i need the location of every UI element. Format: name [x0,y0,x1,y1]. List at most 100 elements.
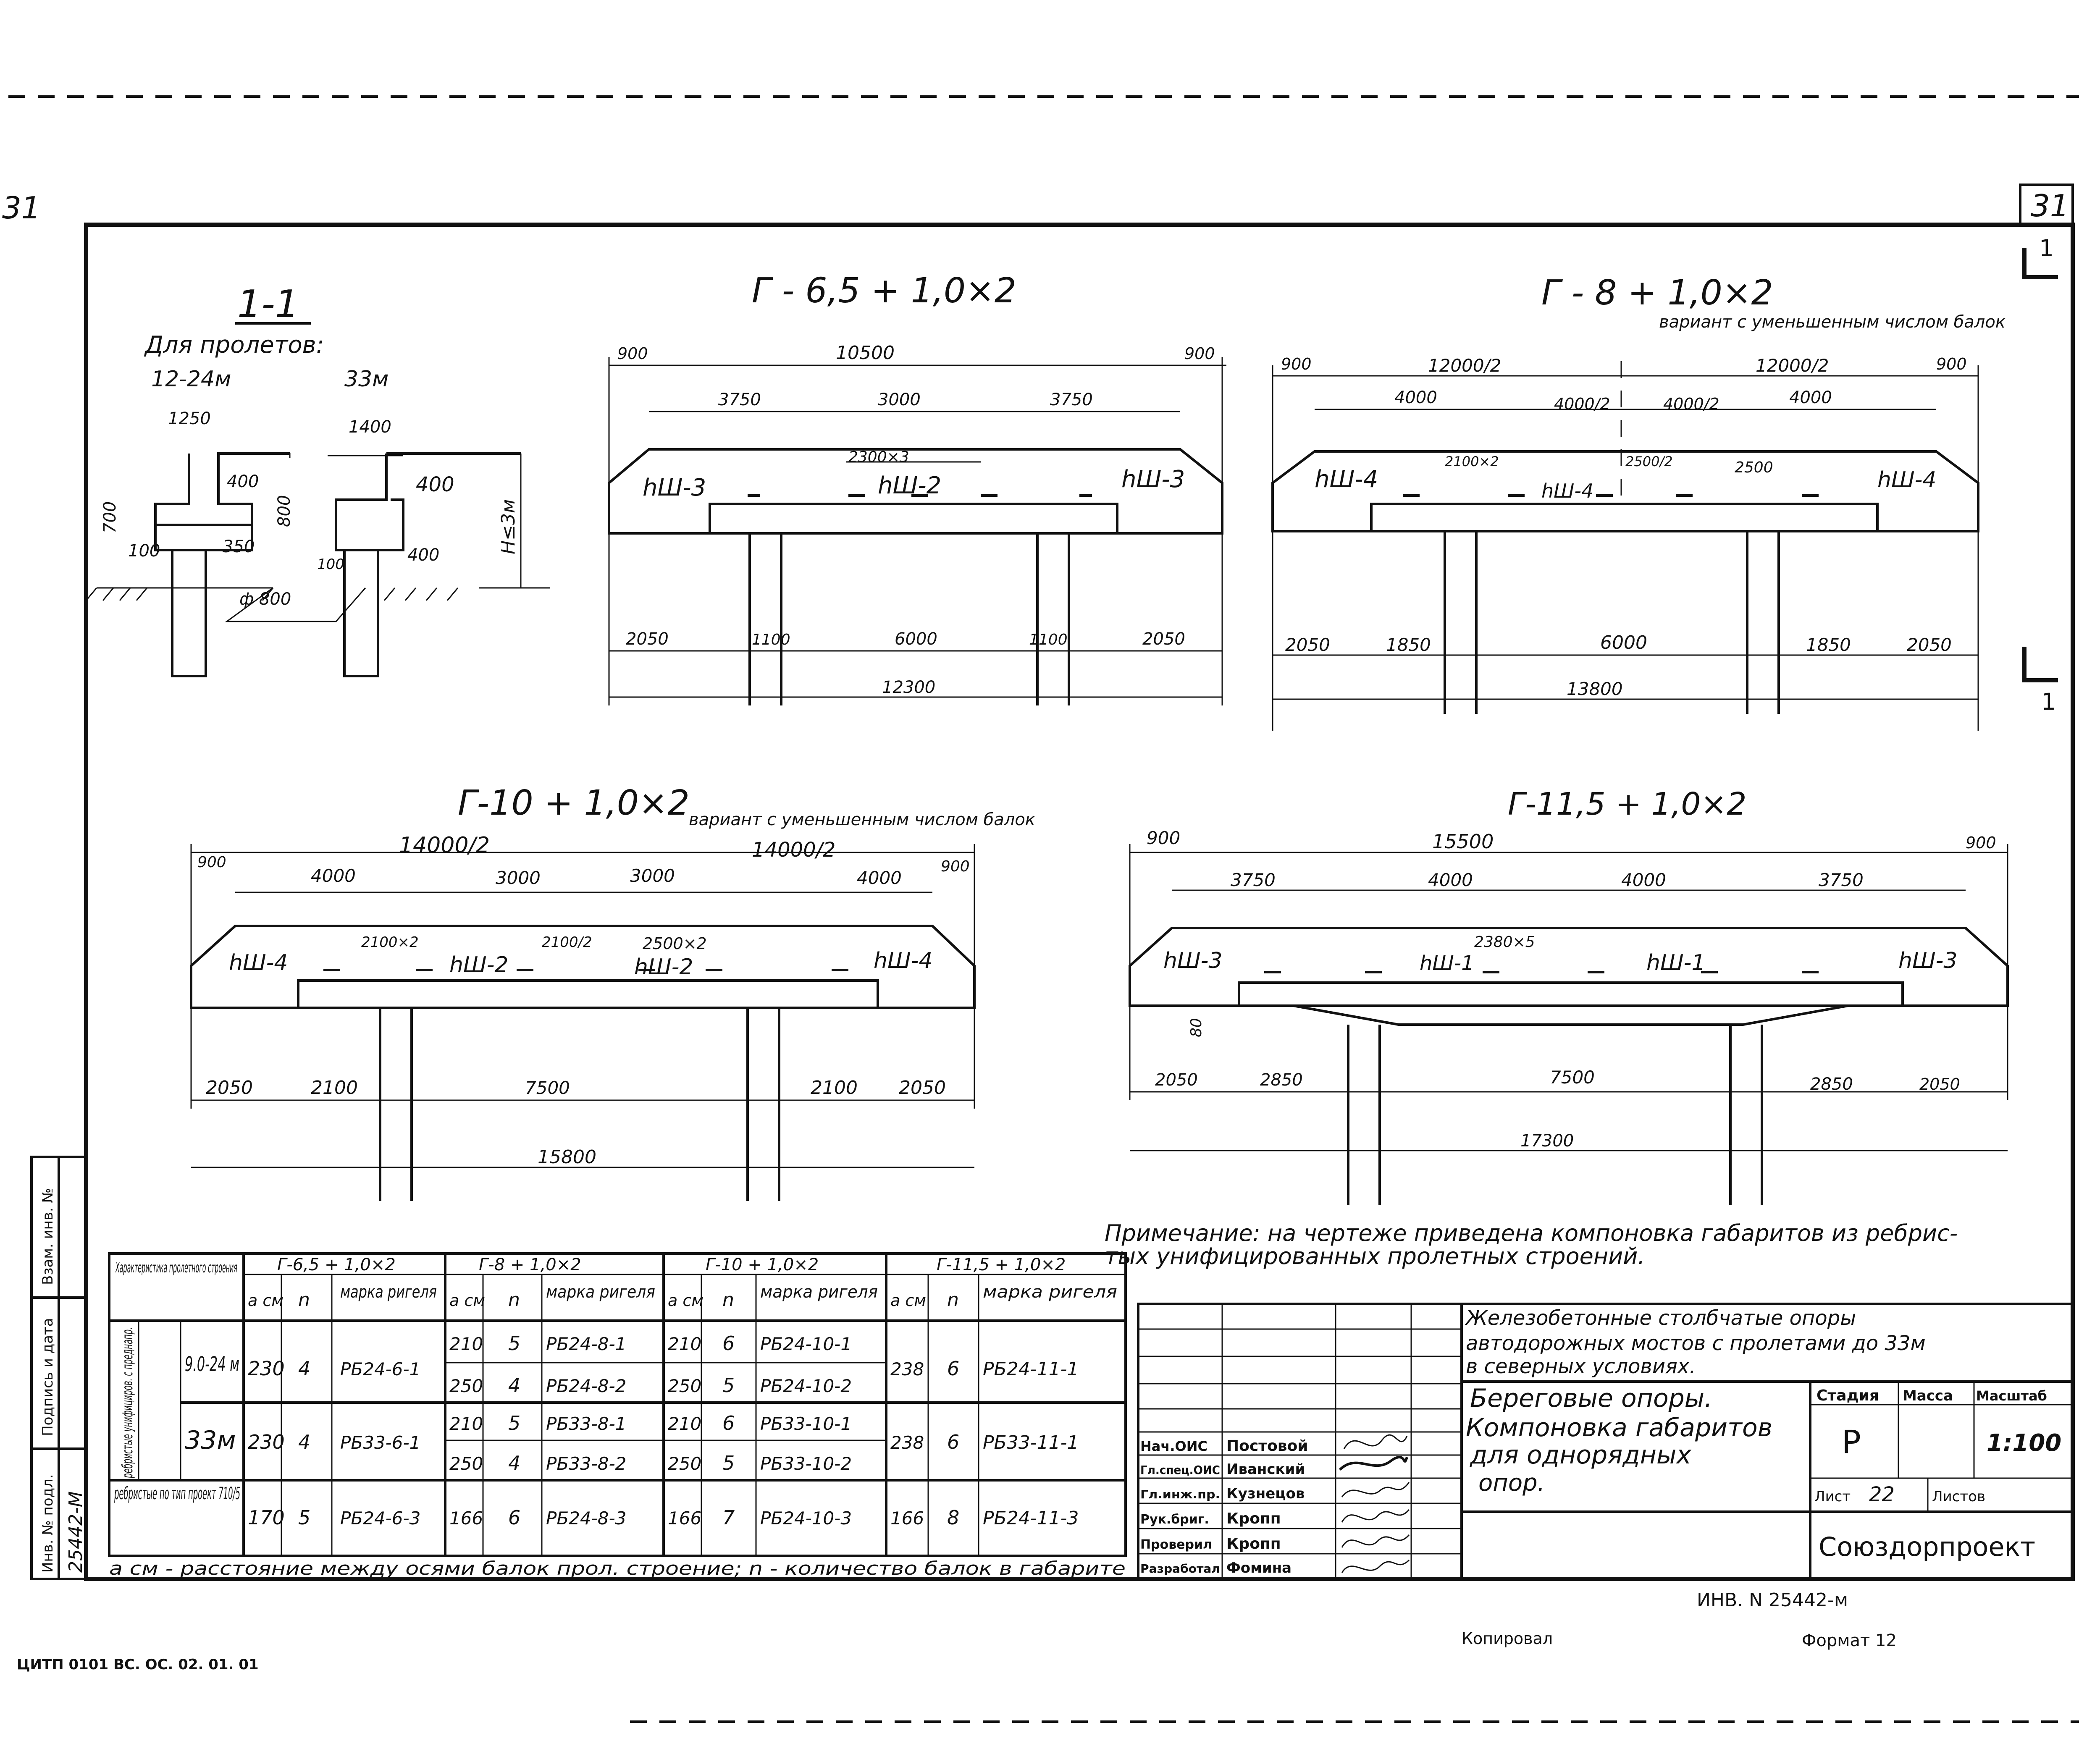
drawing-label: 250 [668,1376,701,1396]
layout-g115: Г-11,5 + 1,0×2 900 15500 900 3750 4000 4… [1129,786,2009,1205]
drawing-label: 2100 [811,1077,858,1099]
drawing-label: 6 [722,1332,735,1355]
drawing-label: n [722,1289,734,1311]
drawing-label: Фомина [1226,1560,1292,1576]
drawing-label: 4000 [1789,388,1832,407]
drawing-label: 14000/2 [399,833,490,858]
drawing-linework [335,454,404,551]
drawing-label: Г-8 + 1,0×2 [479,1255,581,1274]
drawing-label: 900 [941,858,970,875]
sheet-number-box [2019,184,2074,226]
drawing-label: 230 [248,1431,285,1453]
drawing-linework [1238,981,1904,1026]
drawing-label: 900 [1281,355,1312,373]
drawing-label: hШ-3 [1121,466,1185,493]
drawing-label: H≤3м [498,499,519,554]
drawing-label: Масса [1903,1387,1953,1404]
drawing-label: 5 [508,1412,520,1434]
drawing-label: 166 [668,1508,701,1529]
drawing-label: 2100×2 [1445,454,1499,469]
project-line-2: автодорожных мостов с пролетами до 33м [1466,1332,1926,1355]
drawing-label: 3750 [718,390,761,409]
drawing-label: 4000 [311,865,356,886]
drawing-line-1: Береговые опоры. [1470,1384,1712,1413]
drawing-label: Разработал [1140,1562,1220,1576]
signature-4 [1341,1509,1410,1523]
drawing-label: 900 [1184,344,1215,363]
drawing-label: 12000/2 [1756,355,1829,376]
drawing-label: 2500 [1735,459,1773,476]
drawing-label: 6 [722,1412,735,1434]
section-1-1: 1-1 Для пролетов: 12-24м 33м 1250 400 70… [85,282,550,677]
drawing-label: марка ригеля [983,1282,1117,1302]
drawing-label: РБ24-11-3 [983,1508,1079,1529]
drawing-label: 210 [449,1413,483,1434]
drawing-label: hШ-3 [1898,948,1957,973]
layout-g65: Г - 6,5 + 1,0×2 900 10500 900 3750 3000 … [608,271,1226,705]
note-line-2: тых унифицированных пролетных строений. [1105,1243,1645,1269]
span-b-label: 33м [344,367,388,392]
drawing-linework [1129,927,2009,1007]
drawing-label: 3000 [878,390,921,409]
drawing-label: Стадия [1816,1387,1879,1404]
drawing-label: 900 [1936,355,1967,373]
drawing-label: 900 [1966,834,1996,852]
drawing-label: Масштаб [1976,1388,2047,1404]
drawing-label: 2050 [206,1077,253,1099]
drawing-label: 2100 [311,1077,358,1099]
drawing-label: 1250 [168,409,211,428]
drawing-label: hШ-2 [449,952,508,978]
drawing-label: 4 [298,1431,310,1453]
drawing-label: 900 [617,344,648,363]
drawing-label: a см [890,1291,926,1310]
drawing-linework [343,550,379,677]
g10-note: вариант с уменьшенным числом балок [689,810,1035,829]
drawing-linework [154,452,290,551]
drawing-label: 6 [508,1506,520,1529]
drawing-label: 4 [298,1357,310,1380]
drawing-label: 900 [1147,828,1180,848]
bottom-left-code: ЦИТП 0101 ВС. ОС. 02. 01. 01 [17,1656,259,1673]
drawing-label: hШ-1 [1420,952,1474,975]
drawing-label: 2100×2 [361,934,419,951]
section-1-1-title: 1-1 [237,282,299,326]
drawing-label: 7500 [525,1078,570,1098]
drawing-label: ф 800 [239,590,291,609]
format-label: Формат 12 [1802,1631,1897,1650]
drawing-label: РБ24-10-2 [760,1376,852,1396]
drawing-label: 3750 [1231,870,1276,890]
drawing-label: n [298,1289,310,1311]
drawing-label: Р [1842,1423,1861,1461]
drawing-label: 10500 [836,342,895,364]
signature-1 [1343,1434,1408,1449]
drawing-label: 170 [248,1506,285,1529]
drawing-line-4: опор. [1478,1469,1545,1497]
drawing-line-3: для однорядных [1470,1440,1691,1470]
drawing-label: 4000 [1394,388,1437,407]
drawing-label: a см [668,1291,704,1310]
title-block: Нач.ОИС Гл.спец.ОИС Гл.инж.пр. Рук.бриг.… [1137,1303,2074,1580]
drawing-label: 14000/2 [752,838,835,862]
drawing-label: Постовой [1226,1437,1308,1455]
drawing-label: 400 [227,472,259,491]
note-line-1: Примечание: на чертеже приведена компоно… [1105,1220,1958,1246]
drawing-label: 2050 [899,1077,946,1099]
drawing-label: hШ-3 [1163,948,1222,973]
sheet-number: 31 [2031,188,2069,223]
drawing-label: 6000 [895,629,937,649]
drawing-label: РБ33-11-1 [983,1432,1079,1453]
drawing-label: Проверил [1140,1537,1212,1552]
drawing-label: Г-6,5 + 1,0×2 [277,1255,396,1274]
drawing-label: 400 [407,545,439,565]
drawing-label: 100 [128,541,160,561]
drawing-label: РБ33-10-2 [760,1453,852,1474]
drawing-label: n [947,1289,959,1311]
drawing-label: Гл.инж.пр. [1140,1487,1220,1501]
drawing-label: 4 [508,1452,520,1474]
drawing-label: 400 [416,473,454,496]
drawing-label: hШ-3 [643,474,706,501]
drawing-label: 2500/2 [1625,454,1673,469]
drawing-label: 2500×2 [643,934,707,953]
signature-2 [1339,1456,1408,1471]
g8-note: вариант с уменьшенным числом балок [1659,312,2006,332]
